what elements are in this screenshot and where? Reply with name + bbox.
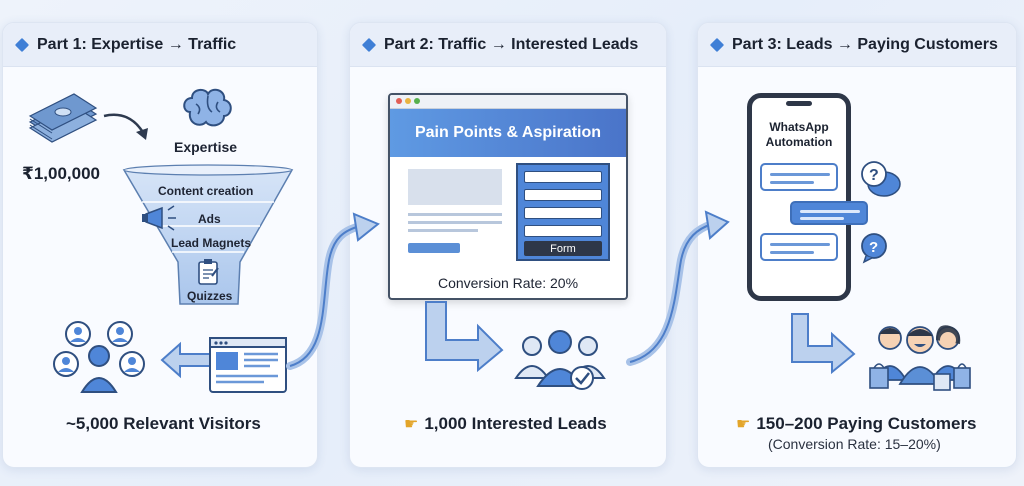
funnel-stage-lead-magnets: Lead Magnets xyxy=(171,236,252,250)
panel-header: Part 3: Leads → Paying Customers xyxy=(698,23,1016,67)
panel-part-3: Part 3: Leads → Paying Customers xyxy=(697,22,1017,468)
leads-group-icon xyxy=(514,330,606,390)
question-bubble-icon: ? xyxy=(861,161,901,197)
close-dot-icon xyxy=(396,98,402,104)
customers-result: 150–200 Paying Customers xyxy=(756,414,977,433)
panel-title: Part 2: Traffic → Interested Leads xyxy=(384,35,639,53)
hero-image-placeholder xyxy=(408,169,502,205)
diamond-bullet-icon xyxy=(361,37,377,52)
panel-header: Part 2: Traffic → Interested Leads xyxy=(350,23,666,67)
panel-title: Part 3: Leads → Paying Customers xyxy=(732,35,998,53)
landing-page-headline: Pain Points & Aspiration xyxy=(390,109,626,157)
form-field[interactable] xyxy=(524,207,602,219)
connector-arrow-2-3 xyxy=(626,210,730,366)
arrow-left-icon xyxy=(160,341,211,379)
arrow-down-right-icon xyxy=(791,313,856,374)
visitors-group-icon xyxy=(53,321,145,393)
svg-text:?: ? xyxy=(869,167,879,184)
money-stack-icon xyxy=(28,93,98,143)
panel-title: Part 1: Expertise → Traffic xyxy=(37,35,237,53)
text-line xyxy=(408,221,502,224)
minimize-dot-icon xyxy=(405,98,411,104)
arrow-down-right-icon xyxy=(425,301,504,372)
whatsapp-automation-title: WhatsApp Automation xyxy=(765,120,833,149)
landing-conversion-rate: Conversion Rate: 20% xyxy=(437,275,579,291)
brain-icon xyxy=(183,88,232,127)
leads-result: 1,000 Interested Leads xyxy=(424,414,607,433)
panel-part-1: Part 1: Expertise → Traffic xyxy=(2,22,318,468)
cta-button[interactable] xyxy=(408,243,460,253)
marketing-funnel xyxy=(122,164,294,305)
form-submit-button[interactable]: Form xyxy=(524,241,602,256)
customers-result-row: ☛ 150–200 Paying Customers xyxy=(736,414,977,434)
pointing-hand-icon: ☛ xyxy=(404,416,419,433)
paying-customers-icon xyxy=(869,325,971,391)
landing-page-mockup: Pain Points & Aspiration Form Conversion… xyxy=(388,93,628,300)
expertise-label: Expertise xyxy=(174,139,238,155)
customers-conversion-rate: (Conversion Rate: 15–20%) xyxy=(768,436,941,452)
form-field[interactable] xyxy=(524,171,602,183)
chat-bubble-incoming xyxy=(760,233,838,261)
chat-bubble-outgoing xyxy=(790,201,868,225)
text-line xyxy=(408,213,502,216)
megaphone-icon xyxy=(142,205,176,231)
leads-result-row: ☛ 1,000 Interested Leads xyxy=(404,414,607,434)
phone-notch xyxy=(786,101,812,106)
svg-text:?: ? xyxy=(869,239,878,256)
diamond-bullet-icon xyxy=(14,37,30,52)
diamond-bullet-icon xyxy=(709,37,725,52)
website-icon xyxy=(209,337,287,393)
panel-header: Part 1: Expertise → Traffic xyxy=(3,23,317,67)
pointing-hand-icon: ☛ xyxy=(736,416,751,433)
form-field[interactable] xyxy=(524,189,602,201)
browser-title-bar xyxy=(390,95,626,109)
visitors-result: ~5,000 Relevant Visitors xyxy=(66,414,261,433)
lead-form: Form xyxy=(516,163,610,261)
connector-arrow-1-2 xyxy=(286,212,380,370)
curved-arrow-icon xyxy=(103,113,148,140)
text-line xyxy=(408,229,478,232)
funnel-stage-content-creation: Content creation xyxy=(158,184,254,198)
funnel-stage-quizzes: Quizzes xyxy=(187,289,233,303)
phone-mockup: WhatsApp Automation xyxy=(747,93,851,301)
clipboard-icon xyxy=(198,259,219,285)
chat-bubble-incoming xyxy=(760,163,838,191)
maximize-dot-icon xyxy=(414,98,420,104)
form-field[interactable] xyxy=(524,225,602,237)
question-bubble-icon: ? xyxy=(861,233,887,264)
funnel-stage-ads: Ads xyxy=(198,212,221,226)
budget-amount: ₹1,00,000 xyxy=(22,164,101,183)
